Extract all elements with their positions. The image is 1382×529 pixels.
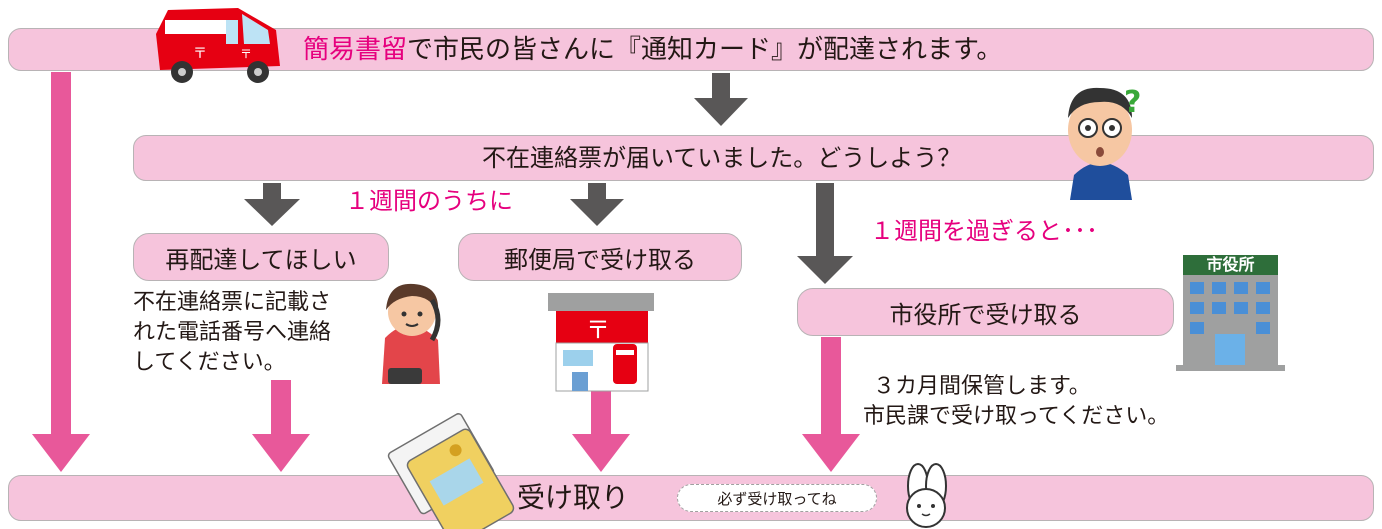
- notification-card-icon: [387, 413, 515, 529]
- svg-text:〒: 〒: [240, 47, 252, 61]
- woman-on-phone-icon: [382, 283, 441, 384]
- receipt-label: 受け取り: [517, 481, 630, 514]
- city-hall-note: ３カ月間保管します。 市民課で受け取ってください。: [863, 372, 1169, 432]
- postal-van-icon: 〒 〒: [156, 8, 280, 83]
- absence-notice-banner: [133, 135, 1374, 181]
- city-hall-note-line: ３カ月間保管します。: [873, 374, 1091, 399]
- svg-text:〒: 〒: [193, 46, 207, 62]
- redeliver-note-line: れた電話番号へ連絡: [133, 320, 332, 345]
- reminder-bubble: 必ず受け取ってね: [677, 484, 877, 512]
- delivery-banner-rest: で市民の皆さんに『通知カード』が配達されます。: [407, 35, 1003, 65]
- city-hall-note-line: 市民課で受け取ってください。: [863, 404, 1170, 429]
- post-office-option: 郵便局で受け取る: [458, 233, 742, 281]
- confused-man-icon: ?: [1068, 85, 1141, 200]
- gray-arrow-top: [694, 73, 748, 126]
- gray-arrow-city-hall: [797, 183, 853, 284]
- gray-arrow-redeliver: [244, 183, 300, 226]
- after-one-week-label: １週間を過ぎると･･･: [870, 217, 1098, 245]
- pink-arrow-redeliver: [252, 380, 310, 472]
- city-hall-option: 市役所で受け取る: [797, 288, 1174, 336]
- svg-text:〒: 〒: [586, 316, 610, 344]
- pink-arrow-post-office: [572, 380, 630, 472]
- post-office-icon: 〒: [548, 293, 654, 392]
- delivery-banner-text: 簡易書留で市民の皆さんに『通知カード』が配達されます。: [303, 33, 1002, 67]
- within-one-week-label: １週間のうちに: [345, 187, 513, 215]
- registered-mail-highlight: 簡易書留: [303, 35, 408, 65]
- gray-arrow-post-office: [570, 183, 624, 226]
- redeliver-note-line: 不在連絡票に記載さ: [133, 290, 332, 315]
- city-hall-sign: 市役所: [1206, 255, 1255, 274]
- pink-arrow-left: [32, 72, 90, 472]
- pink-arrow-city-hall: [802, 337, 860, 472]
- city-hall-building-icon: [1176, 255, 1285, 371]
- redeliver-note-line: してください。: [133, 350, 286, 375]
- redeliver-note: 不在連絡票に記載さ れた電話番号へ連絡 してください。: [133, 288, 331, 378]
- absence-notice-text: 不在連絡票が届いていました。どうしよう？: [482, 144, 962, 172]
- redeliver-option: 再配達してほしい: [133, 233, 389, 281]
- rabbit-icon: [906, 463, 947, 528]
- receipt-banner: [8, 475, 1374, 521]
- svg-text:?: ?: [1124, 85, 1141, 120]
